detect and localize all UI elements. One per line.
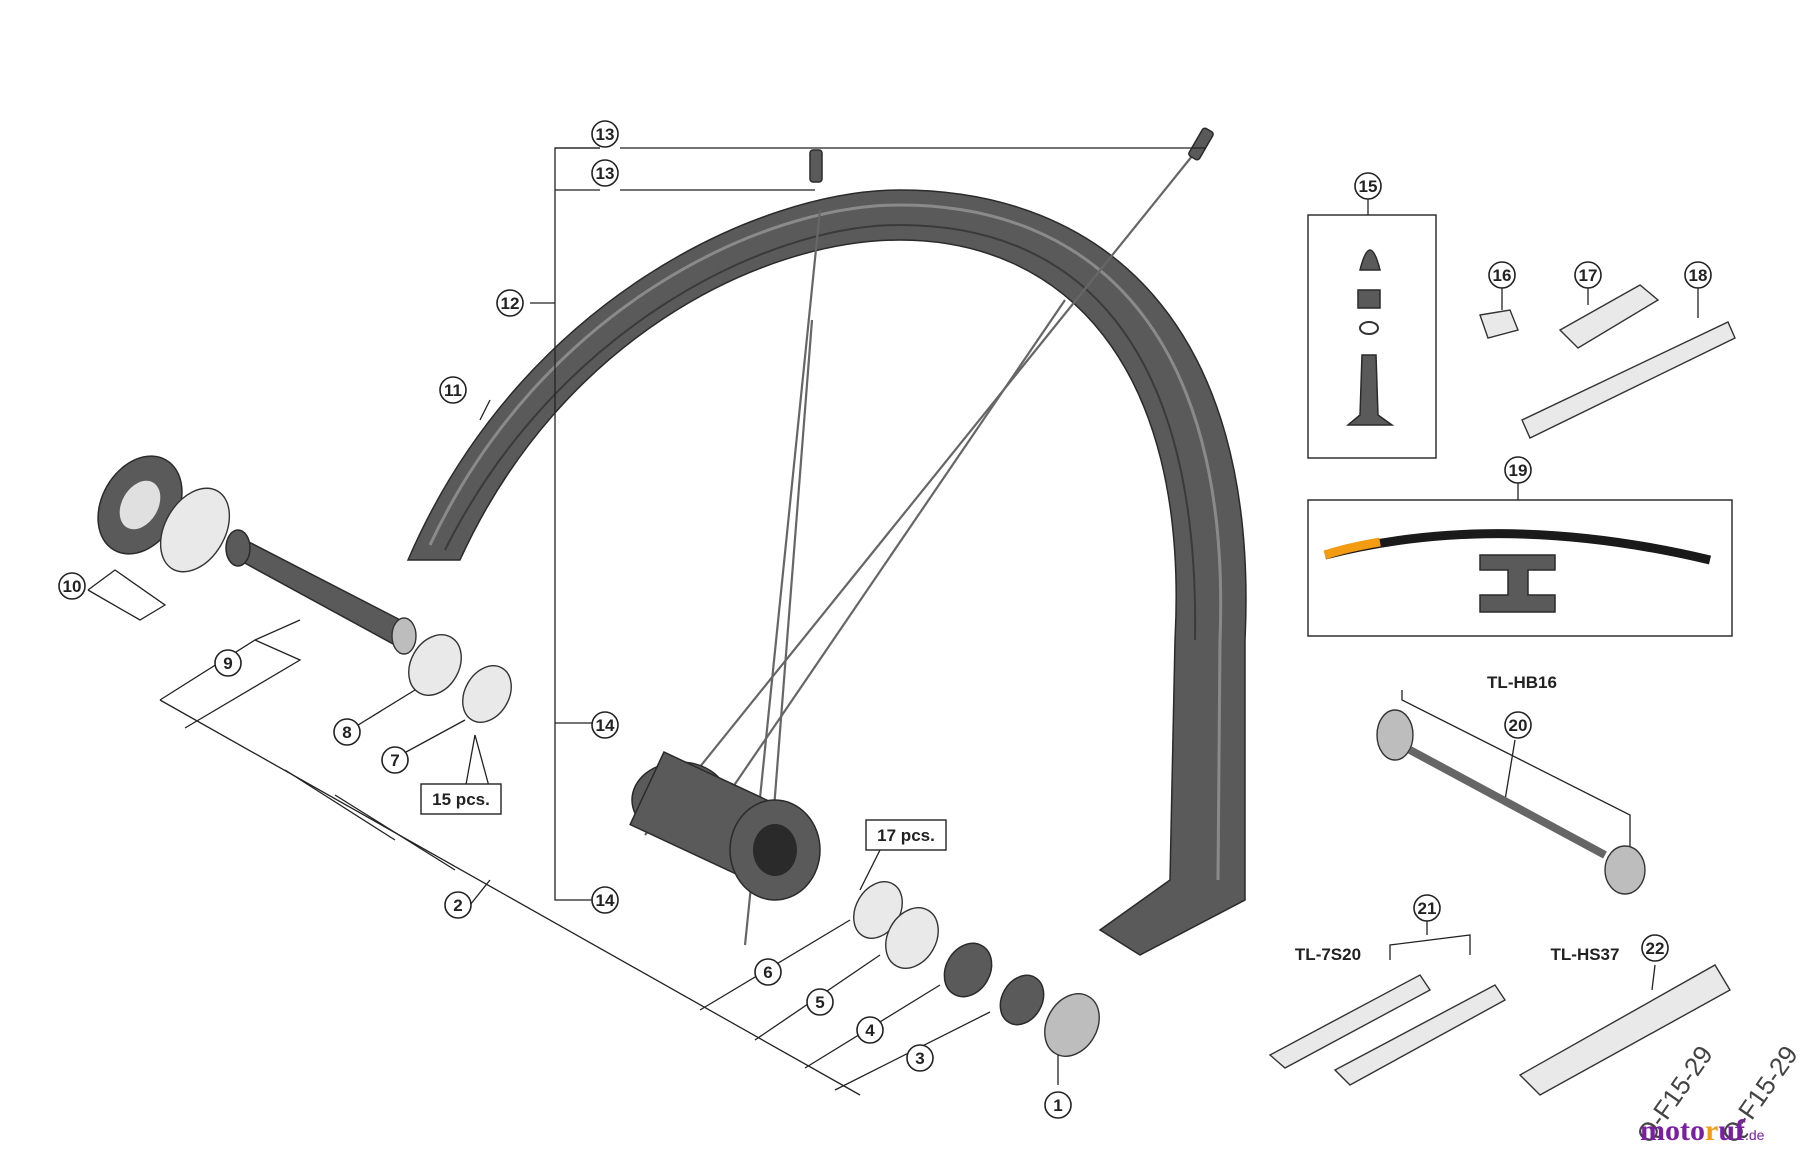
callout-17: 17 (1574, 261, 1602, 289)
svg-text:19: 19 (1509, 461, 1528, 480)
callouts: 1 2 3 4 5 6 7 8 9 10 11 12 13 13 14 14 1… (58, 120, 1712, 1119)
tl-hs37-wrench (1518, 964, 1731, 1096)
nipple-left (809, 149, 823, 183)
svg-text:13: 13 (596, 164, 615, 183)
seal-ring (159, 487, 231, 573)
axle (225, 529, 417, 655)
callout-19: 19 (1504, 456, 1532, 484)
rim-tape (1521, 321, 1736, 439)
qty-label-15: 15 pcs. (420, 783, 502, 815)
callout-5: 5 (806, 988, 834, 1016)
svg-text:15: 15 (1359, 177, 1378, 196)
svg-text:3: 3 (915, 1049, 924, 1068)
valve-adapter (1479, 309, 1519, 339)
lock-nut (999, 974, 1045, 1026)
svg-text:2: 2 (453, 896, 462, 915)
svg-text:4: 4 (865, 1021, 875, 1040)
svg-text:12: 12 (501, 294, 520, 313)
callout-8: 8 (333, 718, 361, 746)
svg-text:1: 1 (1053, 1096, 1062, 1115)
svg-text:7: 7 (390, 751, 399, 770)
tool-label-hb16: TL-HB16 (1487, 673, 1557, 692)
callout-2: 2 (444, 891, 472, 919)
svg-text:16: 16 (1493, 266, 1512, 285)
ball-retainer-left (462, 665, 512, 723)
svg-text:15 pcs.: 15 pcs. (432, 790, 490, 809)
nipple-right (1188, 127, 1214, 161)
callout-1: 1 (1044, 1091, 1072, 1119)
tl-7s20-wrench (1268, 974, 1507, 1086)
svg-text:8: 8 (342, 723, 351, 742)
hub-body (629, 751, 821, 901)
end-cap (1044, 993, 1100, 1057)
svg-text:motoruf.de: motoruf.de (1640, 1114, 1765, 1147)
rim (406, 189, 1247, 956)
callout-14b: 14 (591, 886, 619, 914)
svg-text:9: 9 (223, 654, 232, 673)
callout-12: 12 (496, 289, 524, 317)
svg-text:22: 22 (1646, 939, 1665, 958)
svg-text:17 pcs.: 17 pcs. (877, 826, 935, 845)
callout-15: 15 (1354, 172, 1382, 200)
callout-6: 6 (754, 958, 782, 986)
svg-text:18: 18 (1689, 266, 1708, 285)
callout-22: 22 (1641, 934, 1669, 962)
tool-label-hs37: TL-HS37 (1551, 945, 1620, 964)
callout-18: 18 (1684, 261, 1712, 289)
callout-13b: 13 (591, 159, 619, 187)
callout-11: 11 (439, 376, 467, 404)
qty-label-17: 17 pcs. (865, 819, 947, 851)
callout-3: 3 (906, 1044, 934, 1072)
callout-13a: 13 (591, 120, 619, 148)
valve-tool (1558, 284, 1660, 349)
svg-text:14: 14 (596, 891, 615, 910)
svg-text:5: 5 (815, 993, 824, 1012)
rim-sticker (1323, 529, 1712, 613)
svg-text:11: 11 (444, 381, 462, 400)
callout-10: 10 (58, 572, 86, 600)
cone (943, 942, 993, 998)
callout-9: 9 (214, 649, 242, 677)
tubeless-valve (1345, 249, 1395, 426)
leader-lines (87, 147, 1699, 1096)
brand-watermark: motoruf.de (1640, 1114, 1765, 1147)
svg-text:17: 17 (1579, 266, 1598, 285)
svg-text:13: 13 (596, 125, 615, 144)
callout-20: 20 (1504, 711, 1532, 739)
svg-text:10: 10 (63, 577, 82, 596)
dust-cap (885, 907, 939, 969)
svg-text:20: 20 (1509, 716, 1528, 735)
tl-hb16-tool (1376, 709, 1646, 895)
svg-text:14: 14 (596, 716, 615, 735)
callout-16: 16 (1488, 261, 1516, 289)
callout-4: 4 (856, 1016, 884, 1044)
callout-14a: 14 (591, 711, 619, 739)
tool-label-7s20: TL-7S20 (1295, 945, 1361, 964)
callout-21: 21 (1413, 894, 1441, 922)
svg-text:6: 6 (763, 963, 772, 982)
callout-7: 7 (381, 746, 409, 774)
svg-text:21: 21 (1418, 899, 1437, 918)
cone-washer (408, 634, 462, 696)
